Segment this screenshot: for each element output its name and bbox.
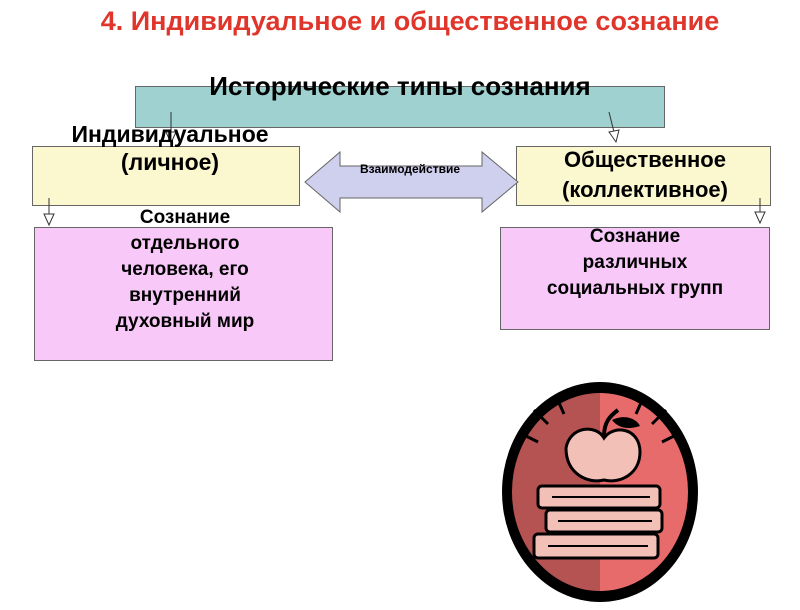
arrow-to-individual-description-head: [44, 214, 54, 225]
social-description-label: Сознание различных социальных групп: [540, 224, 730, 302]
interaction-label: Взаимодействие: [330, 162, 490, 176]
individual-description-label: Сознание отдельного человека, его внутре…: [85, 205, 285, 335]
books-apple-icon: [500, 380, 700, 610]
individual-consciousness-label: Индивидуальное (личное): [40, 120, 300, 176]
interaction-double-arrow: [305, 152, 518, 212]
social-consciousness-label: Общественное (коллективное): [514, 145, 776, 205]
arrow-to-social-head: [609, 130, 619, 142]
arrow-to-social-description-head: [755, 212, 765, 223]
